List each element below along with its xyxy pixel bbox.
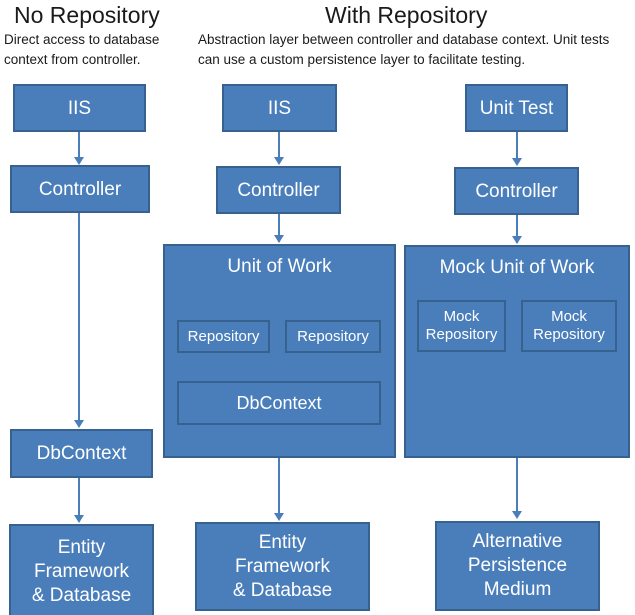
subtitle-no-repository: Direct access to database context from c… — [4, 32, 160, 67]
box-iis-col1[interactable]: IIS — [13, 84, 146, 132]
box-unit-test-col3[interactable]: Unit Test — [465, 84, 568, 132]
entity-framework-line-3: & Database — [232, 579, 333, 601]
connector-controller-to-uow-col2 — [278, 214, 280, 242]
alternative-line-2: Persistence — [467, 555, 568, 576]
box-mock-repository-2-col3[interactable]: Mock Repository — [521, 300, 617, 352]
box-entity-framework-col1[interactable]: Entity Framework & Database — [9, 524, 154, 615]
box-entity-framework-col2[interactable]: Entity Framework & Database — [195, 522, 370, 611]
arrowhead-mock-uow-to-alternative-col3 — [512, 511, 522, 519]
subtitle-with-repository: Abstraction layer between controller and… — [198, 32, 610, 67]
mock-repository-line-2: Repository — [425, 326, 498, 343]
unit-of-work-label: Unit of Work — [227, 256, 332, 277]
box-iis-col2[interactable]: IIS — [222, 84, 337, 132]
arrowhead-controller-to-dbcontext-col1 — [74, 420, 84, 428]
title-no-repository: No Repository — [14, 2, 160, 28]
mock-repository-line-1: Mock — [443, 308, 480, 325]
arrowhead-iis-to-controller-col2 — [274, 157, 284, 165]
box-repository-2-col2[interactable]: Repository — [285, 320, 381, 353]
arrowhead-dbcontext-to-ef-col1 — [74, 515, 84, 523]
arrowhead-controller-to-uow-col2 — [274, 235, 284, 243]
alternative-line-3: Medium — [483, 579, 552, 600]
box-repository-1-col2[interactable]: Repository — [177, 320, 270, 353]
mock-unit-of-work-label: Mock Unit of Work — [439, 257, 595, 278]
connector-controller-to-mock-uow-col3 — [516, 215, 518, 243]
connector-unittest-to-controller-col3 — [516, 132, 518, 163]
box-controller-col2[interactable]: Controller — [216, 166, 341, 214]
box-dbcontext-col2[interactable]: DbContext — [177, 381, 381, 425]
box-controller-col3[interactable]: Controller — [454, 167, 579, 215]
arrowhead-controller-to-mock-uow-col3 — [512, 236, 522, 244]
box-mock-repository-1-col3[interactable]: Mock Repository — [417, 300, 506, 352]
arrowhead-unittest-to-controller-col3 — [512, 158, 522, 166]
connector-controller-to-dbcontext-col1 — [78, 213, 80, 425]
entity-framework-line-2: Framework — [234, 555, 330, 577]
arrowhead-uow-to-ef-col2 — [274, 513, 284, 521]
connector-dbcontext-to-ef-col1 — [78, 478, 80, 520]
mock-repository-line-1: Mock — [551, 308, 587, 325]
connector-uow-to-ef-col2 — [278, 458, 280, 518]
arrowhead-iis-to-controller-col1 — [74, 157, 84, 165]
connector-iis-to-controller-col2 — [278, 132, 280, 162]
title-with-repository: With Repository — [325, 2, 488, 28]
alternative-line-1: Alternative — [472, 531, 563, 552]
entity-framework-line-1: Entity — [57, 537, 106, 558]
entity-framework-line-3: & Database — [31, 585, 132, 606]
connector-mock-uow-to-alternative-col3 — [516, 458, 518, 516]
mock-repository-line-2: Repository — [533, 326, 605, 343]
box-dbcontext-col1[interactable]: DbContext — [10, 429, 153, 478]
entity-framework-line-2: Framework — [33, 561, 129, 582]
connector-iis-to-controller-col1 — [78, 132, 80, 162]
box-alternative-persistence-col3[interactable]: Alternative Persistence Medium — [435, 521, 600, 611]
entity-framework-line-1: Entity — [258, 531, 307, 553]
box-controller-col1[interactable]: Controller — [10, 165, 150, 213]
